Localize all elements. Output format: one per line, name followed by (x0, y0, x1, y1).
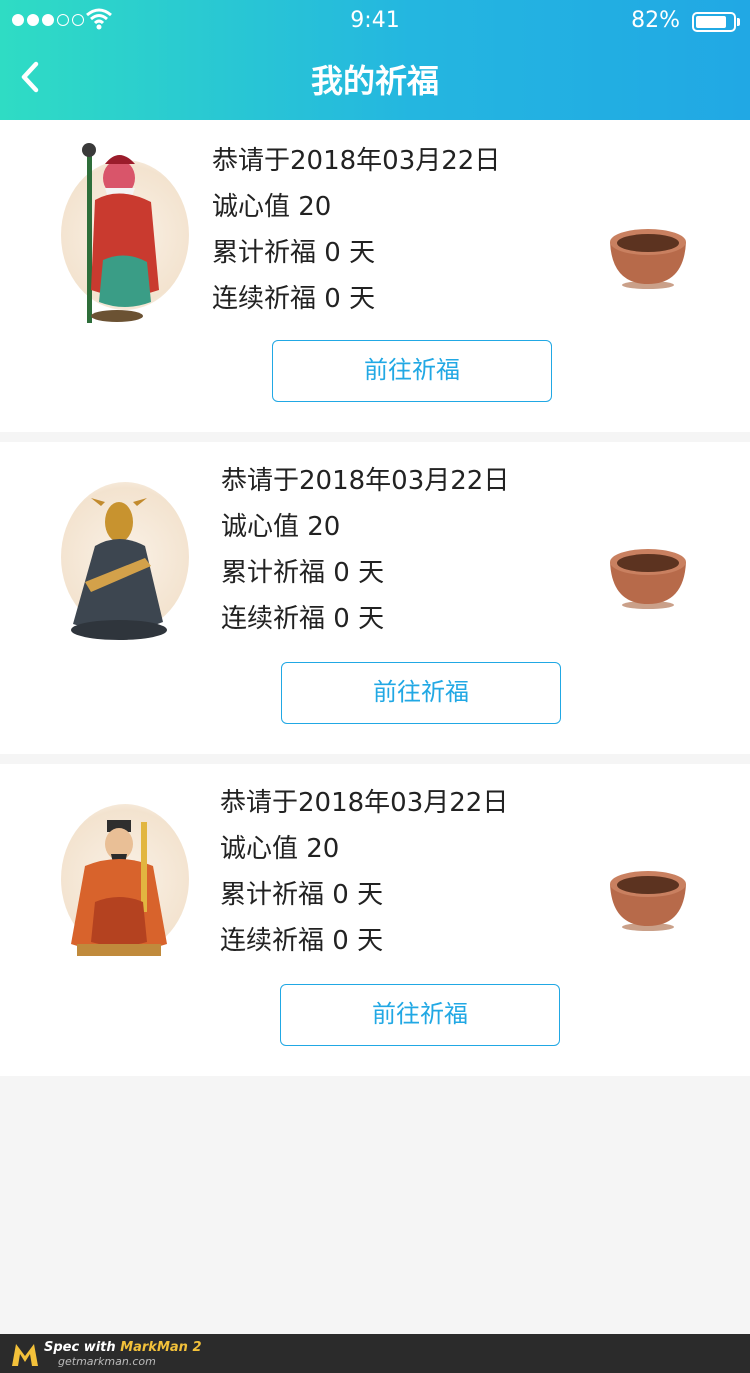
card-info: 恭请于2018年03月22日 诚心值 20 累计祈福 0 天 连续祈福 0 天 (212, 138, 500, 322)
offering-bowl-icon (610, 871, 686, 931)
total-blessing-days: 累计祈福 0 天 (220, 880, 384, 910)
wifi-icon (86, 8, 112, 30)
go-pray-button[interactable]: 前往祈福 (272, 340, 552, 402)
back-arrow-icon[interactable] (16, 60, 46, 94)
blessing-date: 恭请于2018年03月22日 (212, 146, 501, 176)
seated-elder-deity-statue (55, 784, 195, 974)
signal-strength-icon (12, 14, 84, 26)
markman-logo-icon (12, 1344, 38, 1366)
go-pray-button[interactable]: 前往祈福 (280, 984, 560, 1046)
app-header: 9:41 82% 我的祈福 (0, 0, 750, 120)
footer-url: getmarkman.com (58, 1355, 156, 1368)
markman-footer: Spec with MarkMan 2 getmarkman.com (0, 1334, 750, 1373)
sincerity-value: 诚心值 20 (220, 834, 340, 864)
card-info: 恭请于2018年03月22日 诚心值 20 累计祈福 0 天 连续祈福 0 天 (220, 780, 508, 964)
status-time: 9:41 (350, 8, 400, 33)
ox-zodiac-deity-statue (55, 462, 195, 652)
total-blessing-days: 累计祈福 0 天 (221, 558, 385, 588)
battery-icon (692, 12, 740, 32)
fortune-deity-statue (55, 140, 195, 330)
blessing-card: 恭请于2018年03月22日 诚心值 20 累计祈福 0 天 连续祈福 0 天 … (0, 120, 750, 432)
page-title: 我的祈福 (310, 62, 439, 100)
streak-blessing-days: 连续祈福 0 天 (212, 284, 376, 314)
sincerity-value: 诚心值 20 (212, 192, 332, 222)
sincerity-value: 诚心值 20 (221, 512, 341, 542)
offering-bowl-icon (610, 549, 686, 609)
card-info: 恭请于2018年03月22日 诚心值 20 累计祈福 0 天 连续祈福 0 天 (221, 458, 509, 642)
offering-bowl-icon (610, 229, 686, 289)
blessing-date: 恭请于2018年03月22日 (221, 466, 510, 496)
go-pray-button[interactable]: 前往祈福 (281, 662, 561, 724)
blessing-date: 恭请于2018年03月22日 (220, 788, 509, 818)
blessing-card: 恭请于2018年03月22日 诚心值 20 累计祈福 0 天 连续祈福 0 天 … (0, 764, 750, 1076)
battery-percent: 82% (631, 8, 680, 33)
footer-brand: Spec with MarkMan 2 (44, 1340, 202, 1355)
streak-blessing-days: 连续祈福 0 天 (220, 926, 384, 956)
streak-blessing-days: 连续祈福 0 天 (221, 604, 385, 634)
status-bar: 9:41 82% (0, 0, 750, 44)
blessing-card: 恭请于2018年03月22日 诚心值 20 累计祈福 0 天 连续祈福 0 天 … (0, 442, 750, 754)
total-blessing-days: 累计祈福 0 天 (212, 238, 376, 268)
